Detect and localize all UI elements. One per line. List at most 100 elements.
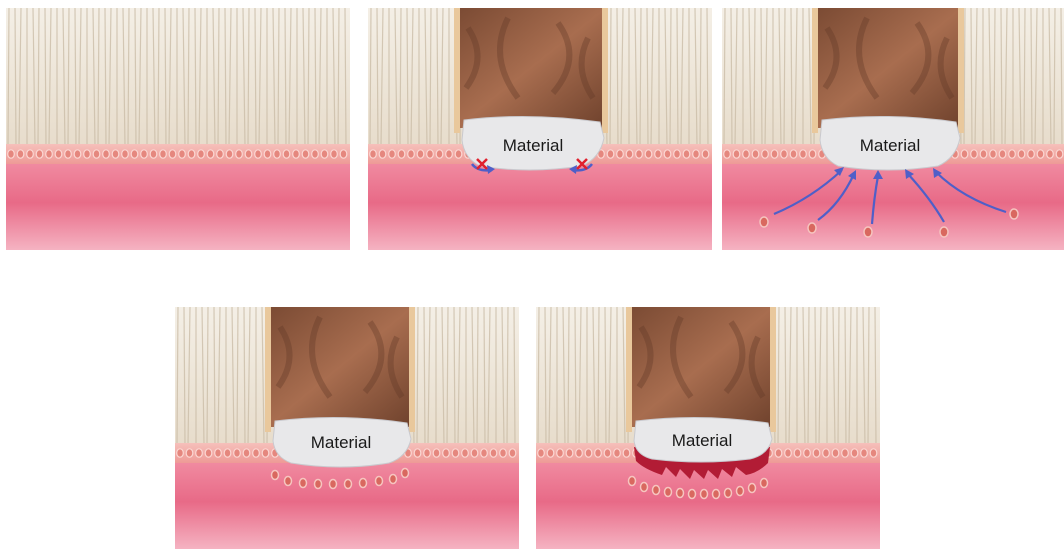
odontoblast-cell xyxy=(205,449,212,457)
odontoblast-cell xyxy=(794,449,801,457)
odontoblast-cell xyxy=(785,449,792,457)
material-label: Material xyxy=(672,431,732,450)
odontoblast-cell xyxy=(809,150,816,158)
odontoblast-cell xyxy=(645,150,652,158)
odontoblast-cell xyxy=(226,150,233,158)
odontoblast-cell xyxy=(74,150,81,158)
odontoblast-cell xyxy=(274,150,281,158)
odontoblast-cell xyxy=(781,150,788,158)
odontoblast-cell xyxy=(683,150,690,158)
odontoblast-cell xyxy=(55,150,62,158)
odontoblast-cell xyxy=(36,150,43,158)
odontoblast-cell xyxy=(455,150,462,158)
odontoblast-cell xyxy=(752,150,759,158)
odontoblast-cell xyxy=(262,449,269,457)
cavity-preparation xyxy=(454,8,608,133)
panel-illustration: Material xyxy=(175,307,519,549)
odontoblast-cell xyxy=(490,449,497,457)
odontoblast-cell xyxy=(379,150,386,158)
odontoblast-cell xyxy=(17,150,24,158)
odontoblast-cell xyxy=(842,449,849,457)
odontoblast-cell xyxy=(414,449,421,457)
odontoblast-cell xyxy=(604,449,611,457)
panel-cell-recruitment: Material xyxy=(722,8,1064,250)
odontoblast-cell xyxy=(122,150,129,158)
odontoblast-cell xyxy=(264,150,271,158)
odontoblast-cell xyxy=(614,449,621,457)
odontoblast-cell xyxy=(446,150,453,158)
odontoblast-cell xyxy=(179,150,186,158)
odontoblast-cell xyxy=(500,449,507,457)
odontoblast-cell xyxy=(46,150,53,158)
odontoblast-cell xyxy=(340,150,347,158)
odontoblast-cell xyxy=(623,449,630,457)
odontoblast-cell xyxy=(595,449,602,457)
odontoblast-cell xyxy=(293,150,300,158)
odontoblast-cell xyxy=(557,449,564,457)
odontoblast-cell xyxy=(236,150,243,158)
odontoblast-cell xyxy=(999,150,1006,158)
odontoblast-cell xyxy=(674,150,681,158)
odontoblast-cell xyxy=(408,150,415,158)
odontoblast-cell xyxy=(427,150,434,158)
odontoblast-cell xyxy=(462,449,469,457)
odontoblast-cell xyxy=(585,449,592,457)
odontoblast-cell xyxy=(1028,150,1035,158)
material-label: Material xyxy=(860,136,920,155)
pulp-tissue xyxy=(368,164,712,250)
odontoblast-cell xyxy=(433,449,440,457)
odontoblast-cell xyxy=(1018,150,1025,158)
odontoblast-cell xyxy=(177,449,184,457)
odontoblast-cell xyxy=(980,150,987,158)
odontoblast-cell xyxy=(253,449,260,457)
odontoblast-cell xyxy=(509,449,516,457)
pulp-tissue xyxy=(175,463,519,549)
odontoblast-cell xyxy=(702,150,709,158)
odontoblast-cell xyxy=(775,449,782,457)
odontoblast-cell xyxy=(169,150,176,158)
cavity-preparation xyxy=(626,307,776,432)
odontoblast-cell xyxy=(331,150,338,158)
pulp-tissue xyxy=(6,164,350,250)
odontoblast-cell xyxy=(664,150,671,158)
panel-illustration xyxy=(6,8,350,250)
odontoblast-cell xyxy=(851,449,858,457)
odontoblast-cell xyxy=(693,150,700,158)
odontoblast-cell xyxy=(8,150,15,158)
odontoblast-cell xyxy=(245,150,252,158)
odontoblast-cell xyxy=(813,449,820,457)
odontoblast-cell xyxy=(417,150,424,158)
odontoblast-cell xyxy=(436,150,443,158)
odontoblast-cell xyxy=(861,449,868,457)
odontoblast-cell xyxy=(832,449,839,457)
odontoblast-cell xyxy=(198,150,205,158)
odontoblast-cell xyxy=(283,150,290,158)
odontoblast-cell xyxy=(424,449,431,457)
odontoblast-cell xyxy=(655,150,662,158)
odontoblast-cell xyxy=(207,150,214,158)
odontoblast-cell xyxy=(566,449,573,457)
odontoblast-cell xyxy=(234,449,241,457)
odontoblast-cell xyxy=(255,150,262,158)
panel-illustration: Material xyxy=(722,8,1064,250)
odontoblast-cell xyxy=(771,150,778,158)
odontoblast-cell xyxy=(790,150,797,158)
panel-material-applied: Material xyxy=(368,8,712,250)
odontoblast-cell xyxy=(312,150,319,158)
odontoblast-cell xyxy=(733,150,740,158)
odontoblast-cell xyxy=(93,150,100,158)
odontoblast-cell xyxy=(971,150,978,158)
odontoblast-cell xyxy=(743,150,750,158)
odontoblast-cell xyxy=(443,449,450,457)
odontoblast-cell xyxy=(103,150,110,158)
odontoblast-cell xyxy=(1056,150,1063,158)
odontoblast-cell xyxy=(724,150,731,158)
panel-intact-dentin xyxy=(6,8,350,250)
odontoblast-cell xyxy=(538,449,545,457)
panel-dentin-bridge: Material xyxy=(536,307,880,549)
odontoblast-cell xyxy=(150,150,157,158)
odontoblast-cell xyxy=(243,449,250,457)
cavity-preparation xyxy=(265,307,415,432)
odontoblast-cell xyxy=(321,150,328,158)
odontoblast-cell xyxy=(762,150,769,158)
